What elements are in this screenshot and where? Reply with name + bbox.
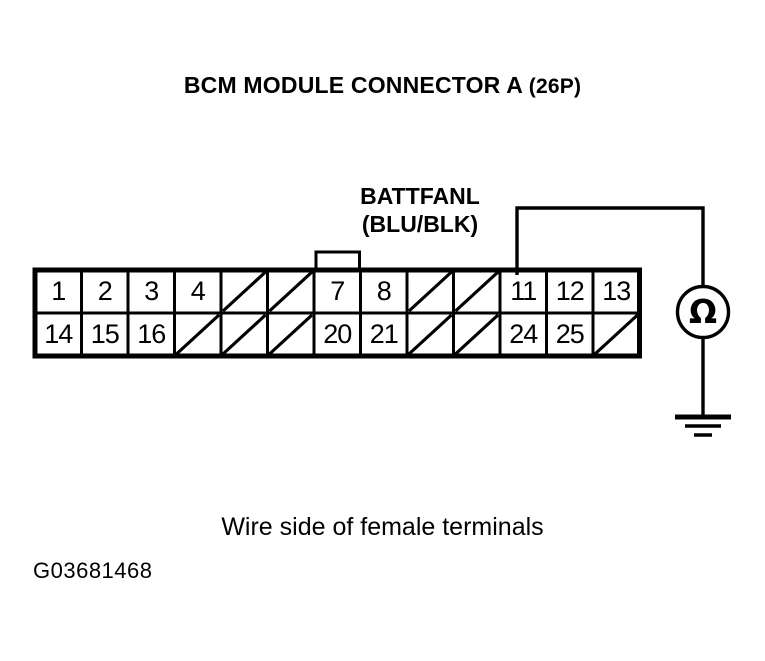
title-pin-count: (26P) bbox=[528, 75, 582, 98]
title-main: BCM MODULE CONNECTOR A bbox=[183, 72, 523, 98]
terminal-cavity-8[interactable]: 8 bbox=[376, 276, 392, 306]
blank-cavity-slash bbox=[268, 270, 314, 313]
ohmmeter-body bbox=[675, 284, 731, 340]
terminal-cavity-25[interactable]: 25 bbox=[555, 319, 585, 349]
ohm-symbol-icon: Ω bbox=[689, 292, 717, 331]
terminal-cavity-7[interactable]: 7 bbox=[330, 276, 345, 306]
blank-cavity-slash bbox=[221, 270, 267, 313]
page-title: BCM MODULE CONNECTOR A (26P) bbox=[0, 72, 765, 99]
connector-locking-tab bbox=[314, 250, 362, 270]
blank-cavity-slash bbox=[268, 313, 314, 356]
ohmmeter-test-circuit: Ω bbox=[515, 206, 731, 437]
terminal-cavity-11[interactable]: 11 bbox=[510, 276, 537, 306]
terminal-cavity-1[interactable]: 1 bbox=[51, 276, 66, 306]
terminal-cavity-13[interactable]: 13 bbox=[602, 276, 631, 306]
chassis-ground-icon bbox=[675, 414, 731, 437]
blank-cavity-slash bbox=[454, 270, 500, 313]
terminal-cavity-20[interactable]: 20 bbox=[323, 319, 352, 349]
diagram-caption: Wire side of female terminals bbox=[221, 513, 544, 541]
wire-label: BATTFANL (BLU/BLK) bbox=[300, 182, 540, 238]
blank-cavity-slash bbox=[175, 313, 221, 356]
connector-outline bbox=[32, 250, 642, 359]
wire-color-code: (BLU/BLK) bbox=[361, 211, 479, 237]
terminal-cavity-14[interactable]: 14 bbox=[44, 319, 73, 349]
terminal-cavity-21[interactable]: 21 bbox=[369, 319, 399, 349]
blank-cavity-slash bbox=[221, 313, 267, 356]
terminal-cavity-15[interactable]: 15 bbox=[90, 319, 120, 349]
terminal-cavity-24[interactable]: 24 bbox=[509, 319, 538, 349]
wire-signal-name: BATTFANL bbox=[360, 183, 480, 209]
terminal-cavity-3[interactable]: 3 bbox=[144, 276, 159, 306]
terminal-cavity-2[interactable]: 2 bbox=[97, 276, 113, 306]
terminal-cavity-16[interactable]: 16 bbox=[137, 319, 166, 349]
blank-cavity-slash bbox=[407, 313, 453, 356]
blank-cavity-slash bbox=[454, 313, 500, 356]
figure-id: G03681468 bbox=[33, 558, 153, 583]
terminal-cavity-4[interactable]: 4 bbox=[190, 276, 206, 306]
terminal-cavity-12[interactable]: 12 bbox=[555, 276, 585, 306]
test-lead-wire bbox=[515, 206, 705, 287]
blank-cavity-slash bbox=[593, 313, 639, 356]
blank-cavity-slash bbox=[407, 270, 453, 313]
